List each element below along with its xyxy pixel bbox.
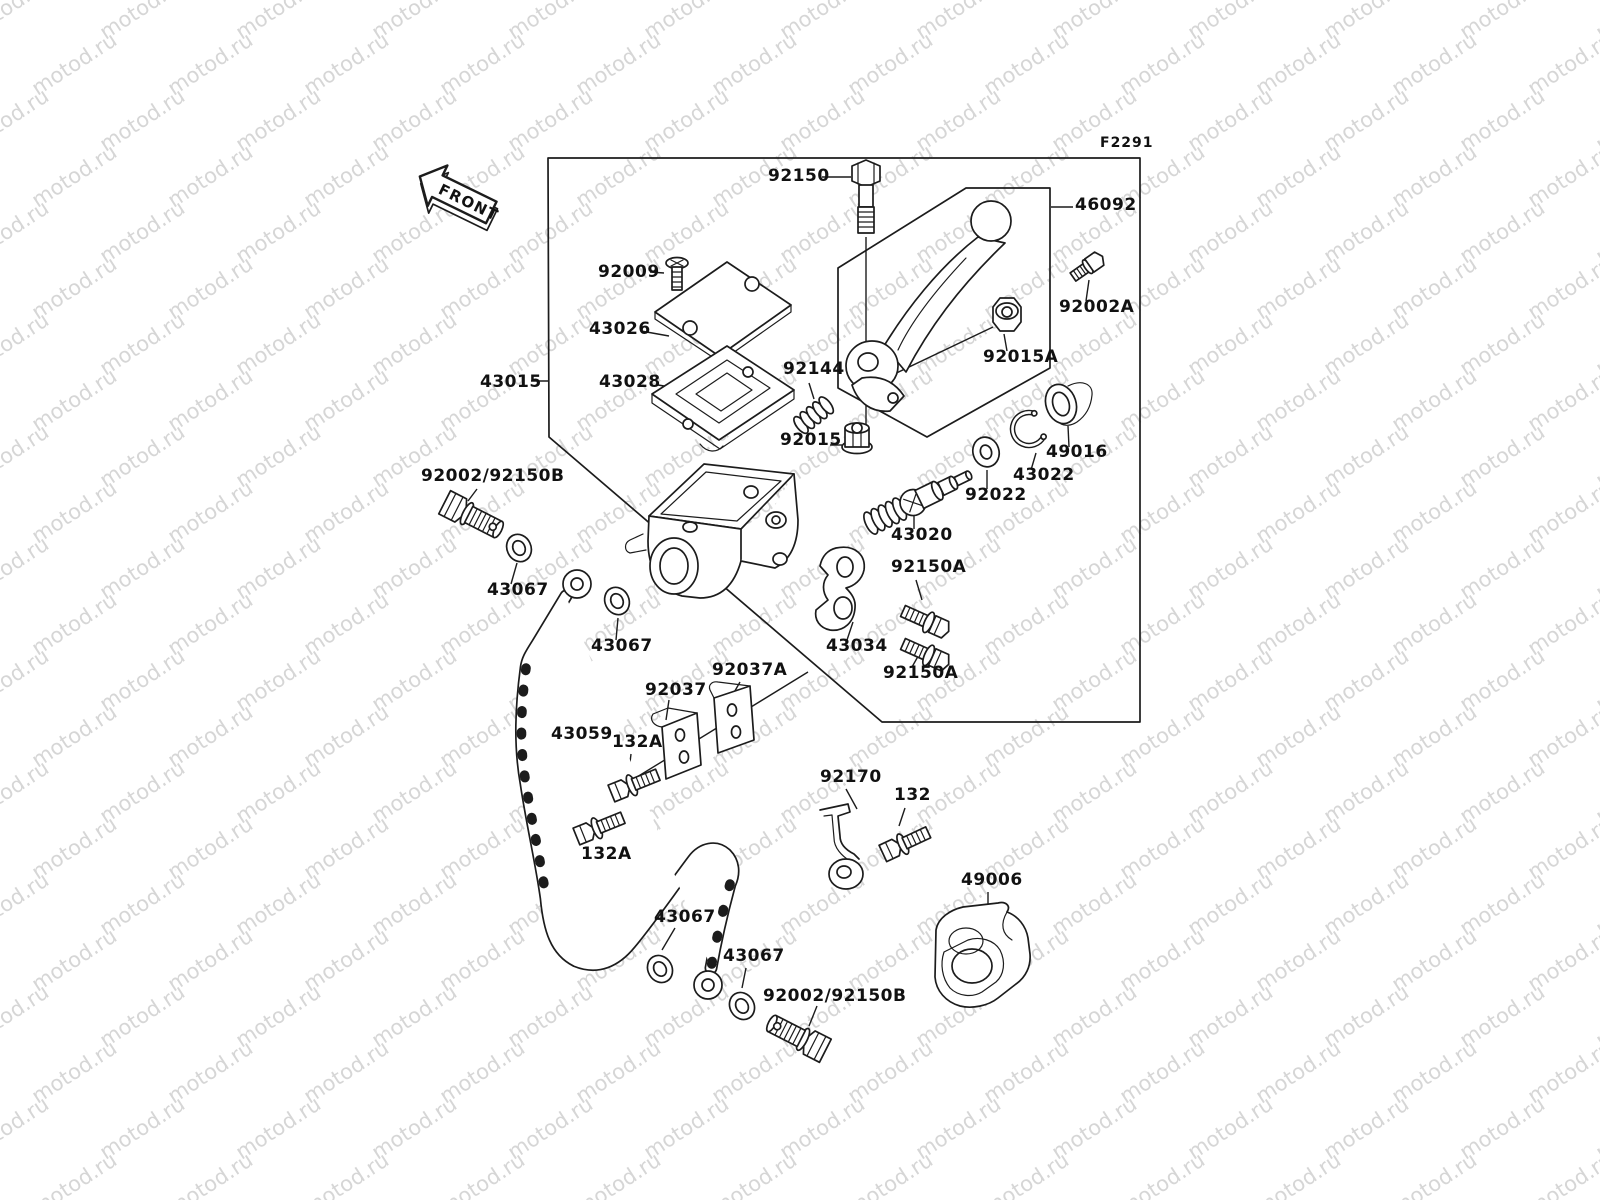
leaders-line xyxy=(741,967,747,989)
bolt-92002A-drawing xyxy=(1069,251,1105,282)
leaders-line xyxy=(510,562,518,585)
leaders-line xyxy=(808,382,815,400)
piston-43020-drawing xyxy=(863,470,973,535)
leaders-line xyxy=(1085,279,1090,302)
banjo-bolt-bottom-drawing xyxy=(762,1009,833,1064)
master-cylinder-body-drawing xyxy=(624,463,799,599)
spring-92144-drawing xyxy=(793,396,835,435)
washer-43067-1-drawing xyxy=(501,529,537,567)
bracket-92037A-drawing xyxy=(708,681,755,754)
leaders-line xyxy=(1003,333,1008,352)
washer-43067-3-drawing xyxy=(641,950,679,988)
washer-43067-2-drawing xyxy=(599,582,635,620)
leaders-line xyxy=(898,807,906,827)
pivot-bolt-92150-drawing xyxy=(851,159,881,234)
leaders-line xyxy=(665,699,670,721)
bracket-92170-drawing xyxy=(819,803,864,890)
washer-43067-4-drawing xyxy=(723,987,761,1025)
diaphragm-43028-drawing xyxy=(651,345,795,452)
clamp-bolt-92150A-lower-drawing xyxy=(897,633,955,676)
leaders-line xyxy=(467,488,478,502)
lever-panel-outline xyxy=(837,187,1051,438)
assembly-boundary-outline xyxy=(547,157,1141,723)
circlip-43022-drawing xyxy=(1009,409,1048,449)
bolt-132-drawing xyxy=(877,821,934,865)
bracket-92037-drawing xyxy=(650,707,702,780)
front-arrow: FRONT xyxy=(418,164,502,232)
leaders-line xyxy=(845,788,858,810)
banjo-bolt-top-drawing xyxy=(437,489,508,544)
dust-boot-49016-drawing xyxy=(1044,382,1093,426)
clamp-43034-drawing xyxy=(814,546,866,632)
brake-lever-drawing xyxy=(845,200,1012,413)
leaders-line xyxy=(649,271,665,274)
leaders-line xyxy=(808,1005,818,1027)
washer-92022-drawing xyxy=(971,436,1001,468)
leaders-line xyxy=(846,621,854,641)
leaders-line xyxy=(1067,425,1070,448)
figure-code: F2291 xyxy=(1100,135,1154,151)
clamp-bolt-92150A-upper-drawing xyxy=(897,600,955,643)
lever-nut-92015A-drawing xyxy=(992,297,1022,332)
leaders-line xyxy=(640,330,670,337)
leaders-line xyxy=(915,579,923,601)
hose-holder-49006-drawing xyxy=(934,901,1031,1008)
leaders-line xyxy=(1030,452,1037,471)
leaders-line xyxy=(661,927,676,951)
cap-screw-92009-drawing xyxy=(665,256,689,291)
flange-nut-92015-drawing xyxy=(841,422,873,455)
front-arrow-face xyxy=(418,164,498,225)
leaders-line xyxy=(615,617,619,641)
